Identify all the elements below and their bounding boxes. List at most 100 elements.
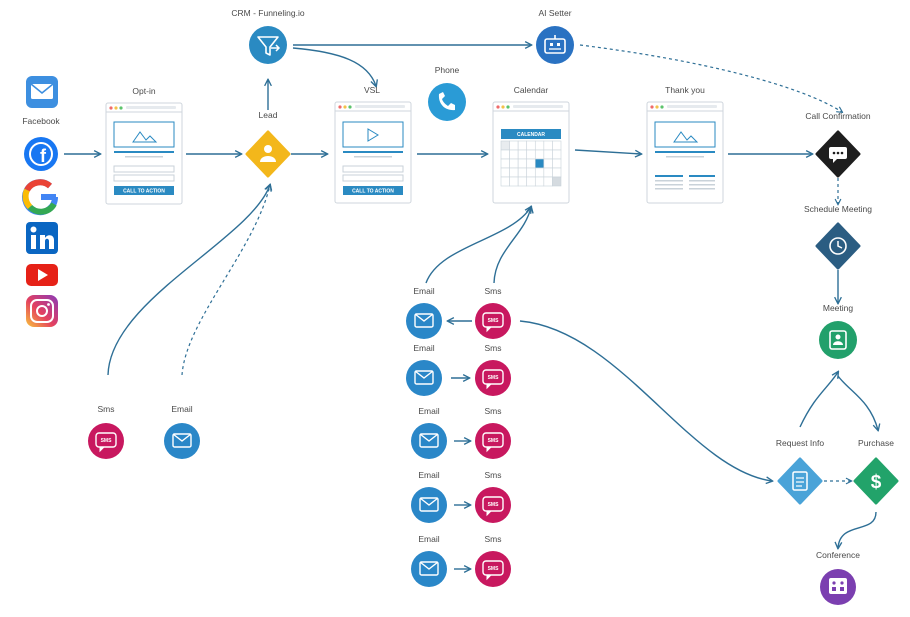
meeting-node[interactable]: [819, 321, 857, 359]
phone-icon: [438, 92, 455, 111]
meeting-label: Meeting: [823, 303, 854, 313]
envelope-icon: [172, 433, 192, 448]
crm-node[interactable]: [249, 26, 287, 64]
arrow-crm-to-vsl: [292, 47, 376, 86]
envelope-icon: [414, 313, 434, 328]
vsl-page[interactable]: CALL TO ACTION: [334, 101, 412, 204]
envelope-icon: [419, 561, 439, 576]
ai-setter-node[interactable]: [536, 26, 574, 64]
left-email-node[interactable]: [164, 423, 200, 459]
calendar-header-text: CALENDAR: [517, 132, 545, 138]
followup-sms-node[interactable]: SMS: [475, 551, 511, 587]
calendar-day-cell: [552, 176, 562, 187]
followup-email-node[interactable]: [411, 487, 447, 523]
left-sms-label: Sms: [98, 404, 115, 414]
calendar-day-cell: [517, 140, 528, 151]
mail-app-icon[interactable]: [26, 76, 58, 108]
facebook-label: Facebook: [22, 116, 60, 126]
calendar-day-cell: [552, 140, 562, 151]
calendar-day-cell: [500, 149, 510, 160]
source-icons: Facebook f: [22, 76, 60, 327]
envelope-icon: [419, 497, 439, 512]
calendar-day-cell: [517, 176, 528, 187]
sms-badge-text: SMS: [488, 502, 500, 508]
purchase-label: Purchase: [858, 438, 894, 448]
arrow-sms-to-request-info: [519, 320, 772, 481]
opt-in-label: Opt-in: [132, 86, 155, 96]
phone-node[interactable]: [428, 83, 466, 121]
followup-email-label: Email: [418, 470, 439, 480]
youtube-icon[interactable]: [26, 264, 58, 286]
envelope-icon: [419, 433, 439, 448]
calendar-day-cell: [543, 167, 553, 178]
calendar-page[interactable]: CALENDAR: [492, 101, 570, 204]
followup-email-node[interactable]: [411, 423, 447, 459]
calendar-label: Calendar: [514, 85, 549, 95]
followup-sms-node[interactable]: SMS: [475, 487, 511, 523]
arrow-sms-to-lead: [107, 185, 270, 376]
request-info-label: Request Info: [776, 438, 824, 448]
thank-you-page[interactable]: [646, 101, 724, 204]
followup-sms-label: Sms: [485, 343, 502, 353]
followup-sms-label: Sms: [485, 534, 502, 544]
calendar-day-cell: [517, 167, 528, 178]
opt-in-page[interactable]: CALL TO ACTION: [105, 102, 183, 205]
sms-icon: [482, 560, 504, 576]
funnel-icon: [257, 36, 279, 56]
lead-node[interactable]: [245, 130, 291, 178]
calendar-day-cell: [517, 158, 528, 169]
arrow-purchase-to-conference: [838, 511, 877, 548]
followup-sms-node[interactable]: SMS: [475, 303, 511, 339]
calendar-day-cell: [543, 158, 553, 169]
left-sms-node[interactable]: SMS: [88, 423, 124, 459]
calendar-day-cell: [500, 167, 510, 178]
call-confirmation-label: Call Confirmation: [805, 111, 870, 121]
sms-icon: [482, 312, 504, 328]
followup-sms-node[interactable]: SMS: [475, 423, 511, 459]
followup-sms-node[interactable]: SMS: [475, 360, 511, 396]
calendar-day-cell: [526, 167, 536, 178]
calendar-day-cell: [509, 149, 519, 160]
followup-email-node[interactable]: [411, 551, 447, 587]
instagram-icon[interactable]: [26, 295, 58, 327]
linkedin-icon[interactable]: [26, 222, 58, 254]
form-icon: [792, 471, 808, 491]
followup-email-node[interactable]: [406, 360, 442, 396]
calendar-day-cell: [500, 176, 510, 187]
sms-badge-text: SMS: [488, 438, 500, 444]
dollar-icon: $: [871, 472, 882, 493]
followup-email-label: Email: [413, 343, 434, 353]
crm-label: CRM - Funneling.io: [231, 8, 304, 18]
purchase-node[interactable]: $: [853, 457, 899, 505]
arrow-calendar-to-thankyou: [574, 149, 641, 154]
calendar-day-cell: [509, 158, 519, 169]
arrow-sms-to-calendar: [493, 207, 531, 284]
calendar-day-cell: [534, 140, 545, 151]
schedule-meeting-node[interactable]: [815, 222, 861, 270]
calendar-day-cell: [509, 167, 519, 178]
facebook-icon[interactable]: f: [24, 137, 58, 171]
conference-icon: [829, 578, 847, 594]
calendar-day-cell: [534, 176, 545, 187]
sms-badge-text: SMS: [488, 566, 500, 572]
connectors: [64, 45, 878, 569]
calendar-day-cell: [500, 158, 510, 169]
sms-badge-text: SMS: [488, 375, 500, 381]
calendar-day-cell: [526, 176, 536, 187]
calendar-day-cell: [526, 149, 536, 160]
followup-email-node[interactable]: [406, 303, 442, 339]
call-confirmation-node[interactable]: [815, 130, 861, 178]
request-info-node[interactable]: [777, 457, 823, 505]
calendar-day-cell: [543, 149, 553, 160]
conference-node[interactable]: [820, 569, 856, 605]
sms-icon: [482, 369, 504, 385]
google-icon[interactable]: [22, 179, 59, 216]
calendar-day-cell: [534, 149, 545, 160]
clock-icon: [829, 237, 847, 255]
calendar-day-cell: [509, 176, 519, 187]
calendar-day-cell: [526, 140, 536, 151]
followup-email-label: Email: [418, 406, 439, 416]
